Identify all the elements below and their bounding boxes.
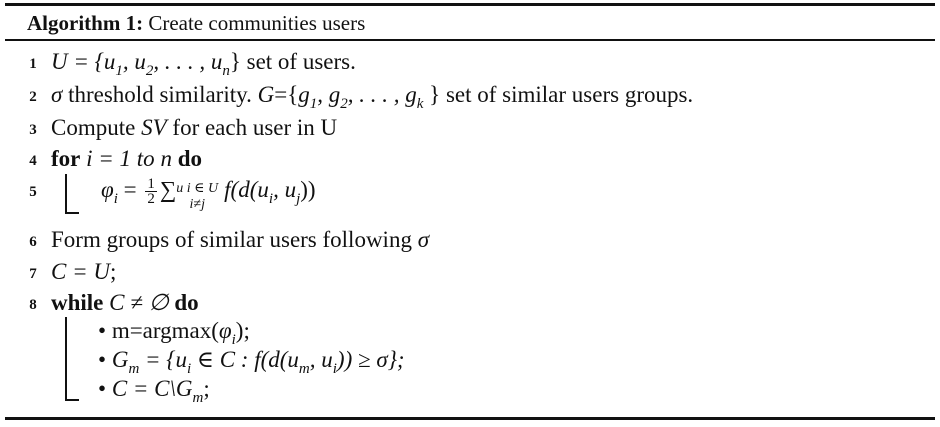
algo-line-3: 3 Compute SV for each user in U [0, 113, 940, 143]
line-text: Form groups of similar users following [51, 227, 418, 252]
groups-set-expression: g1, g2, . . . , gk [298, 82, 424, 112]
bottom-rule [5, 417, 935, 420]
algo-line-8: 8 while C ≠ ∅ do [0, 288, 940, 318]
line-number: 7 [29, 266, 37, 282]
do-keyword: do [177, 146, 202, 171]
sum-symbol: ∑ [159, 177, 177, 202]
algo-line-4: 4 for i = 1 to n do [0, 144, 940, 174]
while-bullet-1: • m=argmax(φi); [98, 318, 250, 348]
groups-symbol: G [257, 82, 275, 107]
while-bullet-2: • Gm = {ui ∈ C : f(d(um, ui)) ≥ σ}; [98, 347, 405, 377]
bullet-icon: • [98, 318, 107, 343]
line-number: 4 [29, 153, 37, 169]
line-text: Compute [51, 115, 142, 140]
line-text: threshold similarity. [62, 82, 258, 107]
algorithm-header: Algorithm 1: Create communities users [27, 10, 365, 36]
while-keyword: while [51, 290, 104, 315]
while-bullet-3: • C = C\Gm; [98, 376, 210, 406]
users-set-expression: U = {u1, u2, . . . , un} [51, 49, 241, 79]
line-number: 5 [29, 184, 37, 200]
sigma-symbol: σ [417, 227, 430, 252]
algo-line-7: 7 C = U; [0, 257, 940, 287]
line-number: 2 [29, 89, 37, 105]
algo-line-2: 2 σ threshold similarity. G={g1, g2, . .… [0, 80, 940, 112]
for-keyword: for [51, 146, 81, 171]
line-number: 3 [29, 122, 37, 138]
bullet-icon: • [98, 376, 107, 401]
while-block-bracket [65, 317, 79, 401]
algo-line-1: 1 U = {u1, u2, . . . , un} set of users. [0, 47, 940, 79]
line-number: 8 [29, 297, 37, 313]
top-rule [5, 3, 935, 6]
loop-range: i = 1 [80, 146, 137, 171]
line-number: 1 [29, 56, 37, 72]
algo-line-6: 6 Form groups of similar users following… [0, 225, 940, 255]
for-block-bracket [65, 174, 79, 214]
line-text: set of users. [240, 49, 356, 74]
assignment-expression: C = U [51, 259, 110, 284]
algorithm-label: Algorithm 1: [27, 11, 144, 35]
line-number: 6 [29, 234, 37, 250]
bullet-icon: • [98, 347, 107, 372]
header-rule [5, 39, 935, 41]
sv-symbol: SV [141, 115, 167, 140]
do-keyword: do [174, 290, 199, 315]
sigma-symbol: σ [51, 82, 63, 107]
algorithm-title: Create communities users [148, 11, 366, 35]
loop-condition: C ≠ ∅ [103, 290, 175, 315]
